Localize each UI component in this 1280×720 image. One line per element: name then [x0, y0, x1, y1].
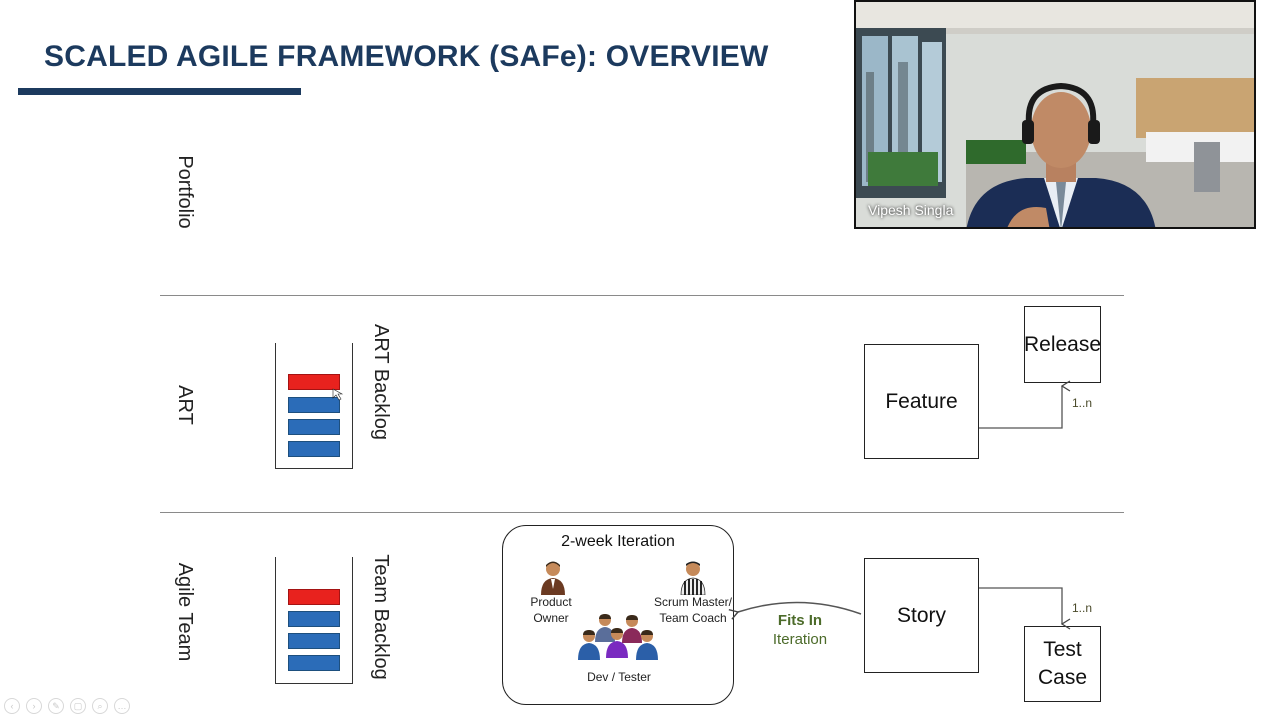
- speaker-name-label: Vipesh Singla: [868, 202, 954, 218]
- dev-tester-team-icon: [578, 614, 658, 660]
- multiplicity-label-test-case: 1..n: [1072, 601, 1093, 615]
- feature-label: Feature: [885, 389, 958, 413]
- speaker-video-feed: [856, 2, 1254, 227]
- multiplicity-label-release: 1..n: [1072, 396, 1093, 410]
- test-case-label: Test Case: [1037, 638, 1088, 689]
- iteration-text: Iteration: [772, 631, 828, 648]
- team-backlog-item: [288, 589, 340, 605]
- product-owner-icon: [541, 561, 565, 595]
- fits-in-text: Fits In: [777, 612, 823, 629]
- dev-tester-label: Dev / Tester: [587, 670, 651, 684]
- art-backlog-item: [288, 374, 340, 390]
- team-backlog-label: Team Backlog: [370, 554, 392, 680]
- scrum-master-label: Scrum Master/ Team Coach: [653, 595, 732, 625]
- feature-box: Feature: [864, 344, 979, 459]
- scrum-master-icon: [680, 561, 706, 595]
- lane-divider-bottom: [160, 512, 1124, 513]
- team-backlog-item: [288, 633, 340, 649]
- product-owner-label: Product Owner: [530, 595, 572, 625]
- slide-title: SCALED AGILE FRAMEWORK (SAFe): OVERVIEW: [44, 40, 769, 73]
- release-box: Release: [1024, 306, 1101, 383]
- team-backlog-item: [288, 655, 340, 671]
- lane-label-art: ART: [174, 385, 196, 425]
- prev-icon[interactable]: ‹: [4, 698, 20, 714]
- story-box: Story: [864, 558, 979, 673]
- art-backlog-label: ART Backlog: [370, 324, 392, 440]
- iteration-box: 2-week Iteration Product Owner Scrum Mas…: [502, 525, 734, 705]
- title-underline: [18, 88, 301, 95]
- story-label: Story: [896, 603, 946, 627]
- release-label: Release: [1023, 332, 1102, 356]
- pen-icon[interactable]: ✎: [48, 698, 64, 714]
- zoom-icon[interactable]: ⌕: [92, 698, 108, 714]
- art-backlog-container: [275, 343, 353, 469]
- lane-label-agile-team: Agile Team: [174, 562, 196, 662]
- team-backlog-container: [275, 557, 353, 684]
- next-icon[interactable]: ›: [26, 698, 42, 714]
- speaker-video-tile[interactable]: Vipesh Singla: [854, 0, 1256, 229]
- fits-in-iteration-label: Fits In Iteration: [760, 611, 840, 649]
- more-icon[interactable]: …: [114, 698, 130, 714]
- lane-divider-top: [160, 295, 1124, 296]
- test-case-box: Test Case: [1024, 626, 1101, 702]
- presentation-controls: ‹ › ✎ ▢ ⌕ …: [4, 698, 130, 714]
- art-backlog-item: [288, 441, 340, 457]
- art-backlog-item: [288, 397, 340, 413]
- art-backlog-item: [288, 419, 340, 435]
- team-backlog-item: [288, 611, 340, 627]
- lane-label-portfolio: Portfolio: [174, 155, 196, 229]
- iteration-title: 2-week Iteration: [561, 533, 675, 550]
- copy-icon[interactable]: ▢: [70, 698, 86, 714]
